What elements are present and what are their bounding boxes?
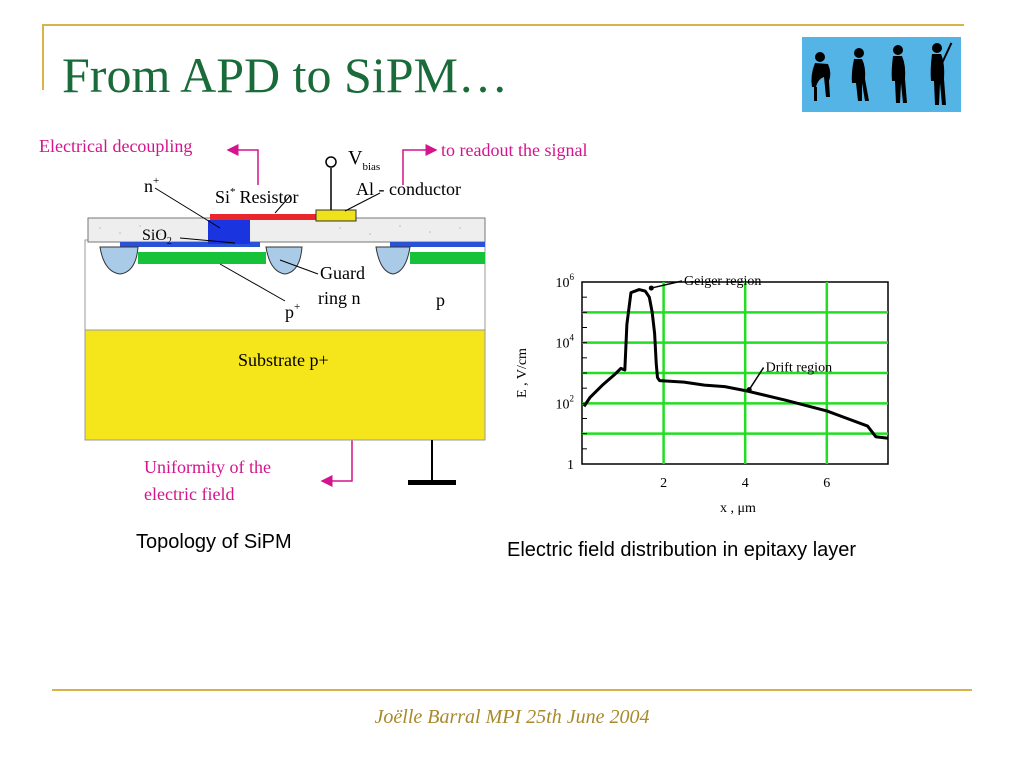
evolution-logo: [802, 37, 961, 112]
guard-layer-left: [138, 252, 266, 264]
x-tick-label-2: 6: [823, 476, 830, 491]
x-tick-label-1: 4: [742, 476, 749, 491]
chart-ticks: 2 4 6 106 104 102 1: [556, 272, 831, 491]
annotation-electrical-decoupling: Electrical decoupling: [39, 136, 193, 156]
sio2-layer: [87, 217, 486, 243]
y-tick-label-0: 106: [556, 272, 575, 291]
leader-n-plus: [154, 187, 221, 229]
label-si-resistor: Si*Resistor: [215, 186, 299, 207]
label-substrate: Substrate p+: [238, 350, 329, 370]
annotation-arrow-head-1: [746, 387, 752, 393]
connector-readout: [402, 144, 438, 185]
leader-p-plus: [219, 263, 286, 302]
leader-resistor: [274, 195, 291, 214]
annotation-label-1: Drift region: [766, 360, 832, 375]
label-p-plus: p+: [285, 301, 300, 322]
x-tick-label-0: 2: [660, 476, 667, 491]
label-p: p: [436, 290, 445, 310]
guard-well-3: [375, 246, 411, 275]
chart-grid: [582, 282, 888, 464]
annotation-readout-signal: to readout the signal: [441, 140, 588, 160]
n-plus-region: [208, 220, 250, 244]
al-conductor: [315, 209, 357, 222]
series-line-0: [582, 288, 889, 440]
guard-layer-right: [410, 252, 485, 264]
y-tick-label-3: 1: [567, 458, 574, 473]
footer-divider: [52, 689, 972, 691]
topology-caption: Topology of SiPM: [136, 531, 292, 553]
connector-decoupling: [226, 144, 259, 185]
implant-layer-left: [120, 242, 260, 247]
slide-footer: Joëlle Barral MPI 25th June 2004: [374, 706, 650, 728]
label-vbias: Vbias: [348, 148, 380, 173]
slide-title: From APD to SiPM…: [62, 47, 508, 103]
efield-caption: Electric field distribution in epitaxy l…: [507, 539, 857, 561]
label-al-conductor: Al - conductor: [356, 179, 461, 199]
annotation-arrow-0: [651, 280, 683, 289]
sio2-dots: [99, 225, 461, 235]
y-tick-label-1: 104: [556, 333, 575, 352]
annotation-uniformity-line1: Uniformity of the: [144, 457, 271, 477]
sipm-topology-diagram: n+ Vbias Si*Resistor Al - conductor SiO2…: [84, 148, 486, 485]
annotation-arrow-1: [748, 367, 765, 391]
ground-icon: [408, 480, 456, 485]
annotation-arrow-head-0: [648, 285, 654, 291]
label-n-plus: n+: [144, 175, 159, 196]
si-resistor: [210, 214, 316, 220]
chart-series: [582, 288, 889, 440]
guard-well-1: [99, 246, 139, 275]
annotation-label-0: Geiger region: [684, 274, 761, 289]
y-tick-label-2: 102: [556, 393, 575, 412]
frame-vertical-line: [42, 24, 44, 90]
chart-y-axis-label: E , V/cm: [515, 348, 530, 398]
guard-well-2: [265, 246, 303, 275]
substrate-region: [84, 329, 486, 441]
annotation-uniformity-line2: electric field: [144, 484, 235, 504]
implant-layer-right: [390, 242, 485, 247]
leader-sio2: [179, 237, 236, 244]
leader-guard: [279, 259, 319, 275]
chart-x-axis-label: x , μm: [720, 501, 756, 516]
label-sio2: SiO2: [142, 227, 172, 247]
label-guard: Guard: [320, 263, 365, 283]
frame-horizontal-line: [42, 24, 964, 26]
vbias-terminal-icon: [325, 156, 337, 168]
leader-conductor: [344, 192, 381, 212]
evolution-figures-icon: [811, 42, 953, 105]
label-ring-n: ring n: [318, 288, 361, 308]
